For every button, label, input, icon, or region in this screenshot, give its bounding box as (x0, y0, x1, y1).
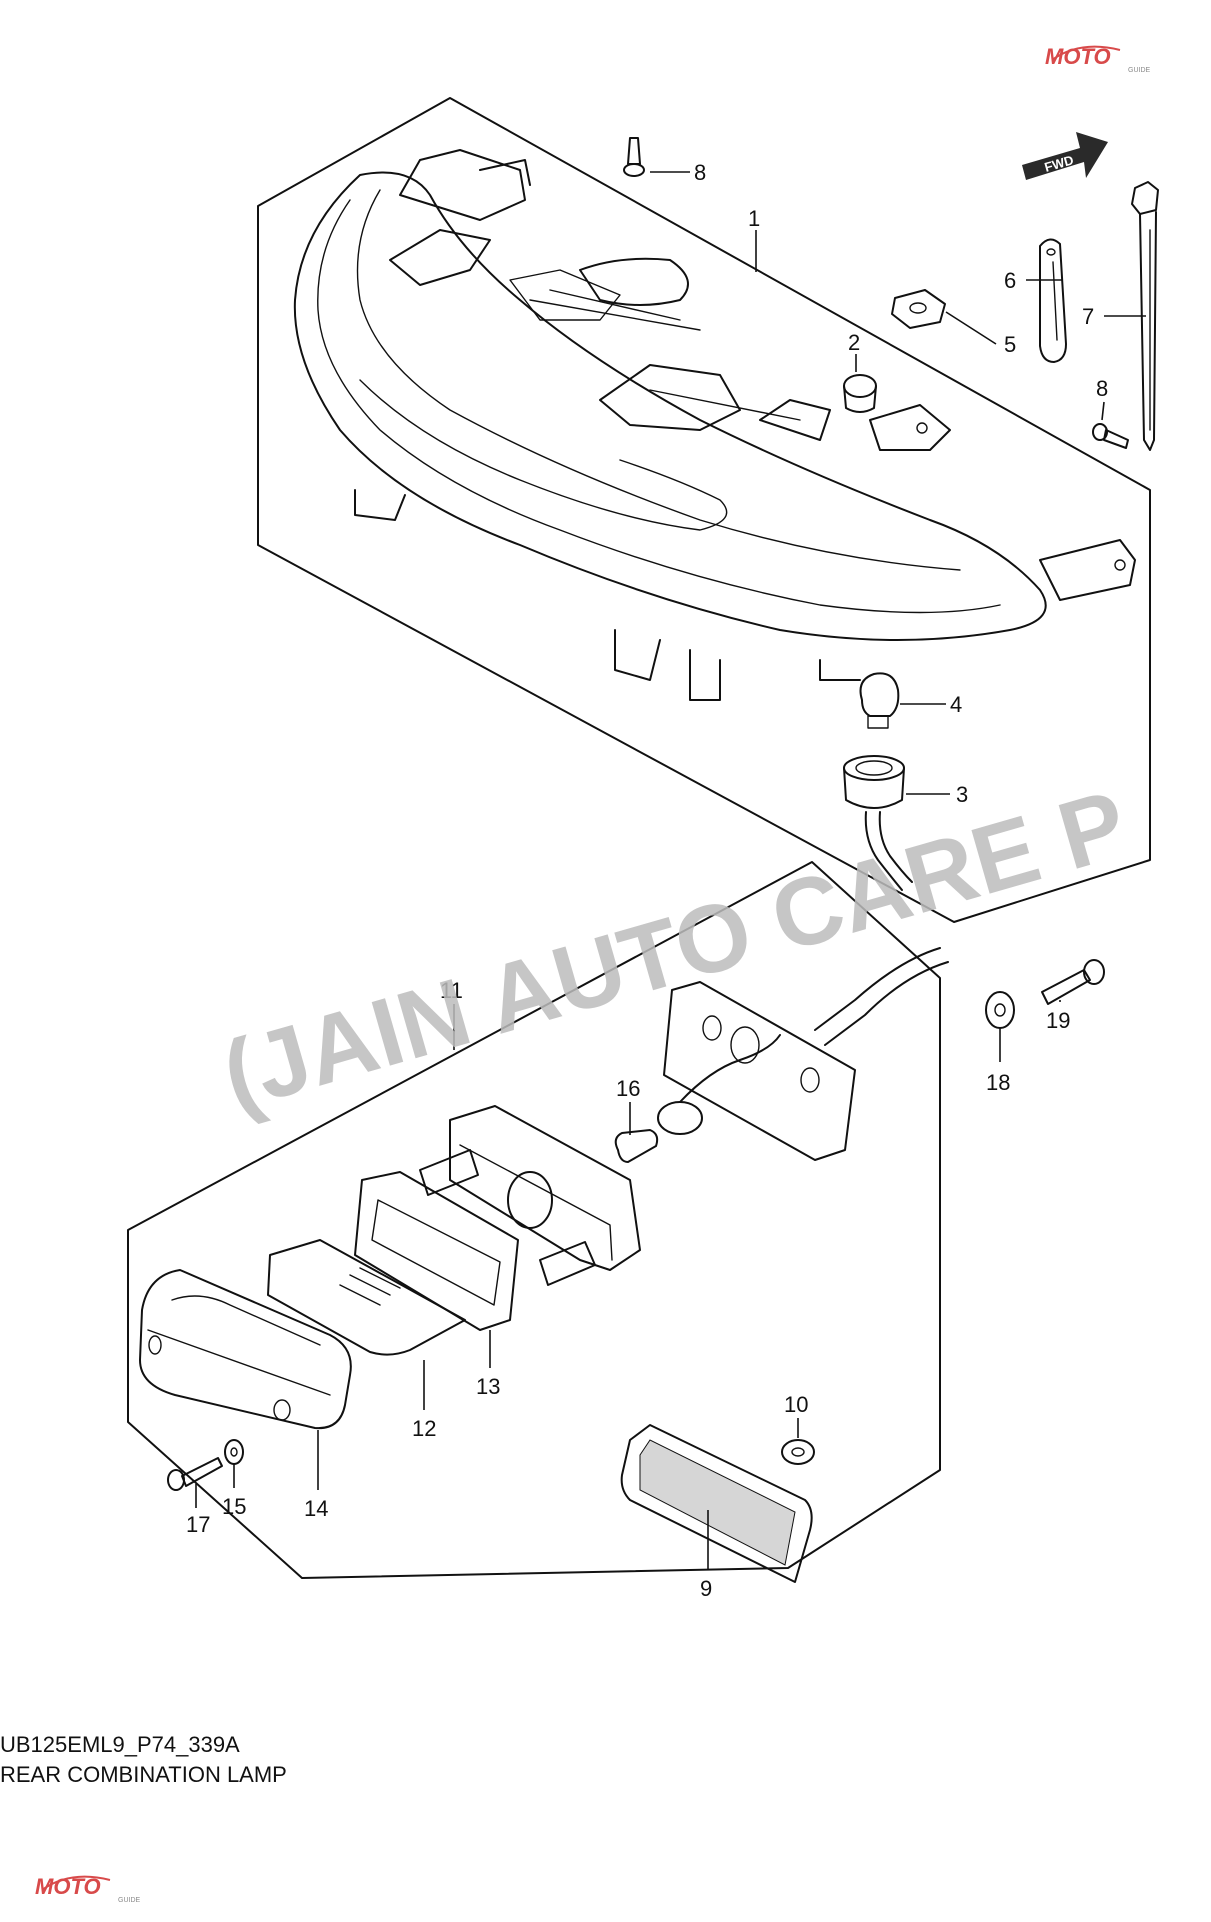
callout-12: 12 (412, 1416, 436, 1441)
clamp-6 (1039, 238, 1067, 363)
socket-3 (843, 755, 913, 891)
washer-18 (985, 991, 1015, 1029)
callout-19: 19 (1046, 1008, 1070, 1033)
moto-logo-top: MOTO GUIDE (1045, 44, 1151, 74)
callout-18: 18 (986, 1070, 1010, 1095)
bracket-plate (663, 947, 949, 1161)
callout-6: 6 (1004, 268, 1016, 293)
callout-1: 1 (748, 206, 760, 231)
assembly-box-upper (257, 97, 1151, 923)
callout-13: 13 (476, 1374, 500, 1399)
callout-14: 14 (304, 1496, 328, 1521)
callout-16: 16 (616, 1076, 640, 1101)
callout-4: 4 (950, 692, 962, 717)
nut-10 (781, 1439, 815, 1465)
socket-lower (657, 1034, 781, 1135)
fwd-label: FWD (1043, 152, 1076, 175)
lens-14 (139, 1269, 352, 1430)
lamp-body-11 (419, 1105, 641, 1286)
bulb-16 (614, 1129, 659, 1163)
fwd-arrow: FWD (1022, 132, 1108, 180)
diagram-title: REAR COMBINATION LAMP (0, 1762, 287, 1787)
moto-logo-bottom: MOTO GUIDE (35, 1874, 141, 1904)
assembly-box-lower (127, 861, 941, 1579)
screw-19 (1041, 959, 1105, 1005)
callout-17: 17 (186, 1512, 210, 1537)
callout-7: 7 (1082, 304, 1094, 329)
logo-sub-bottom: GUIDE (118, 1897, 141, 1904)
callout-10: 10 (784, 1392, 808, 1417)
cable-tie-7 (1131, 181, 1159, 451)
screw-17 (167, 1457, 223, 1491)
callouts: 1 2 3 4 5 6 7 8 8 9 10 11 12 13 14 15 16… (186, 160, 1108, 1601)
nut-clip-5 (891, 289, 946, 329)
leader-lines (195, 171, 1146, 1570)
gasket-13 (354, 1171, 519, 1331)
callout-3: 3 (956, 782, 968, 807)
tail-lamp-housing (293, 149, 1136, 701)
washer-15 (224, 1439, 244, 1465)
reflector-9 (620, 1424, 813, 1583)
bulb-4 (859, 672, 900, 729)
diagram-code: UB125EML9_P74_339A (0, 1732, 240, 1757)
logo-text-bottom: MOTO (35, 1874, 101, 1899)
callout-2: 2 (848, 330, 860, 355)
callout-9: 9 (700, 1576, 712, 1601)
callout-15: 15 (222, 1494, 246, 1519)
logo-text-top: MOTO (1045, 44, 1111, 69)
inner-lens-12 (267, 1239, 466, 1356)
logo-sub-top: GUIDE (1128, 67, 1151, 74)
callout-11: 11 (440, 978, 463, 1003)
screw-8-right (1092, 423, 1129, 449)
callout-8-top: 8 (694, 160, 706, 185)
callout-8-right: 8 (1096, 376, 1108, 401)
screw-8-top (623, 137, 645, 177)
grommet-2 (843, 374, 877, 413)
callout-5: 5 (1004, 332, 1016, 357)
